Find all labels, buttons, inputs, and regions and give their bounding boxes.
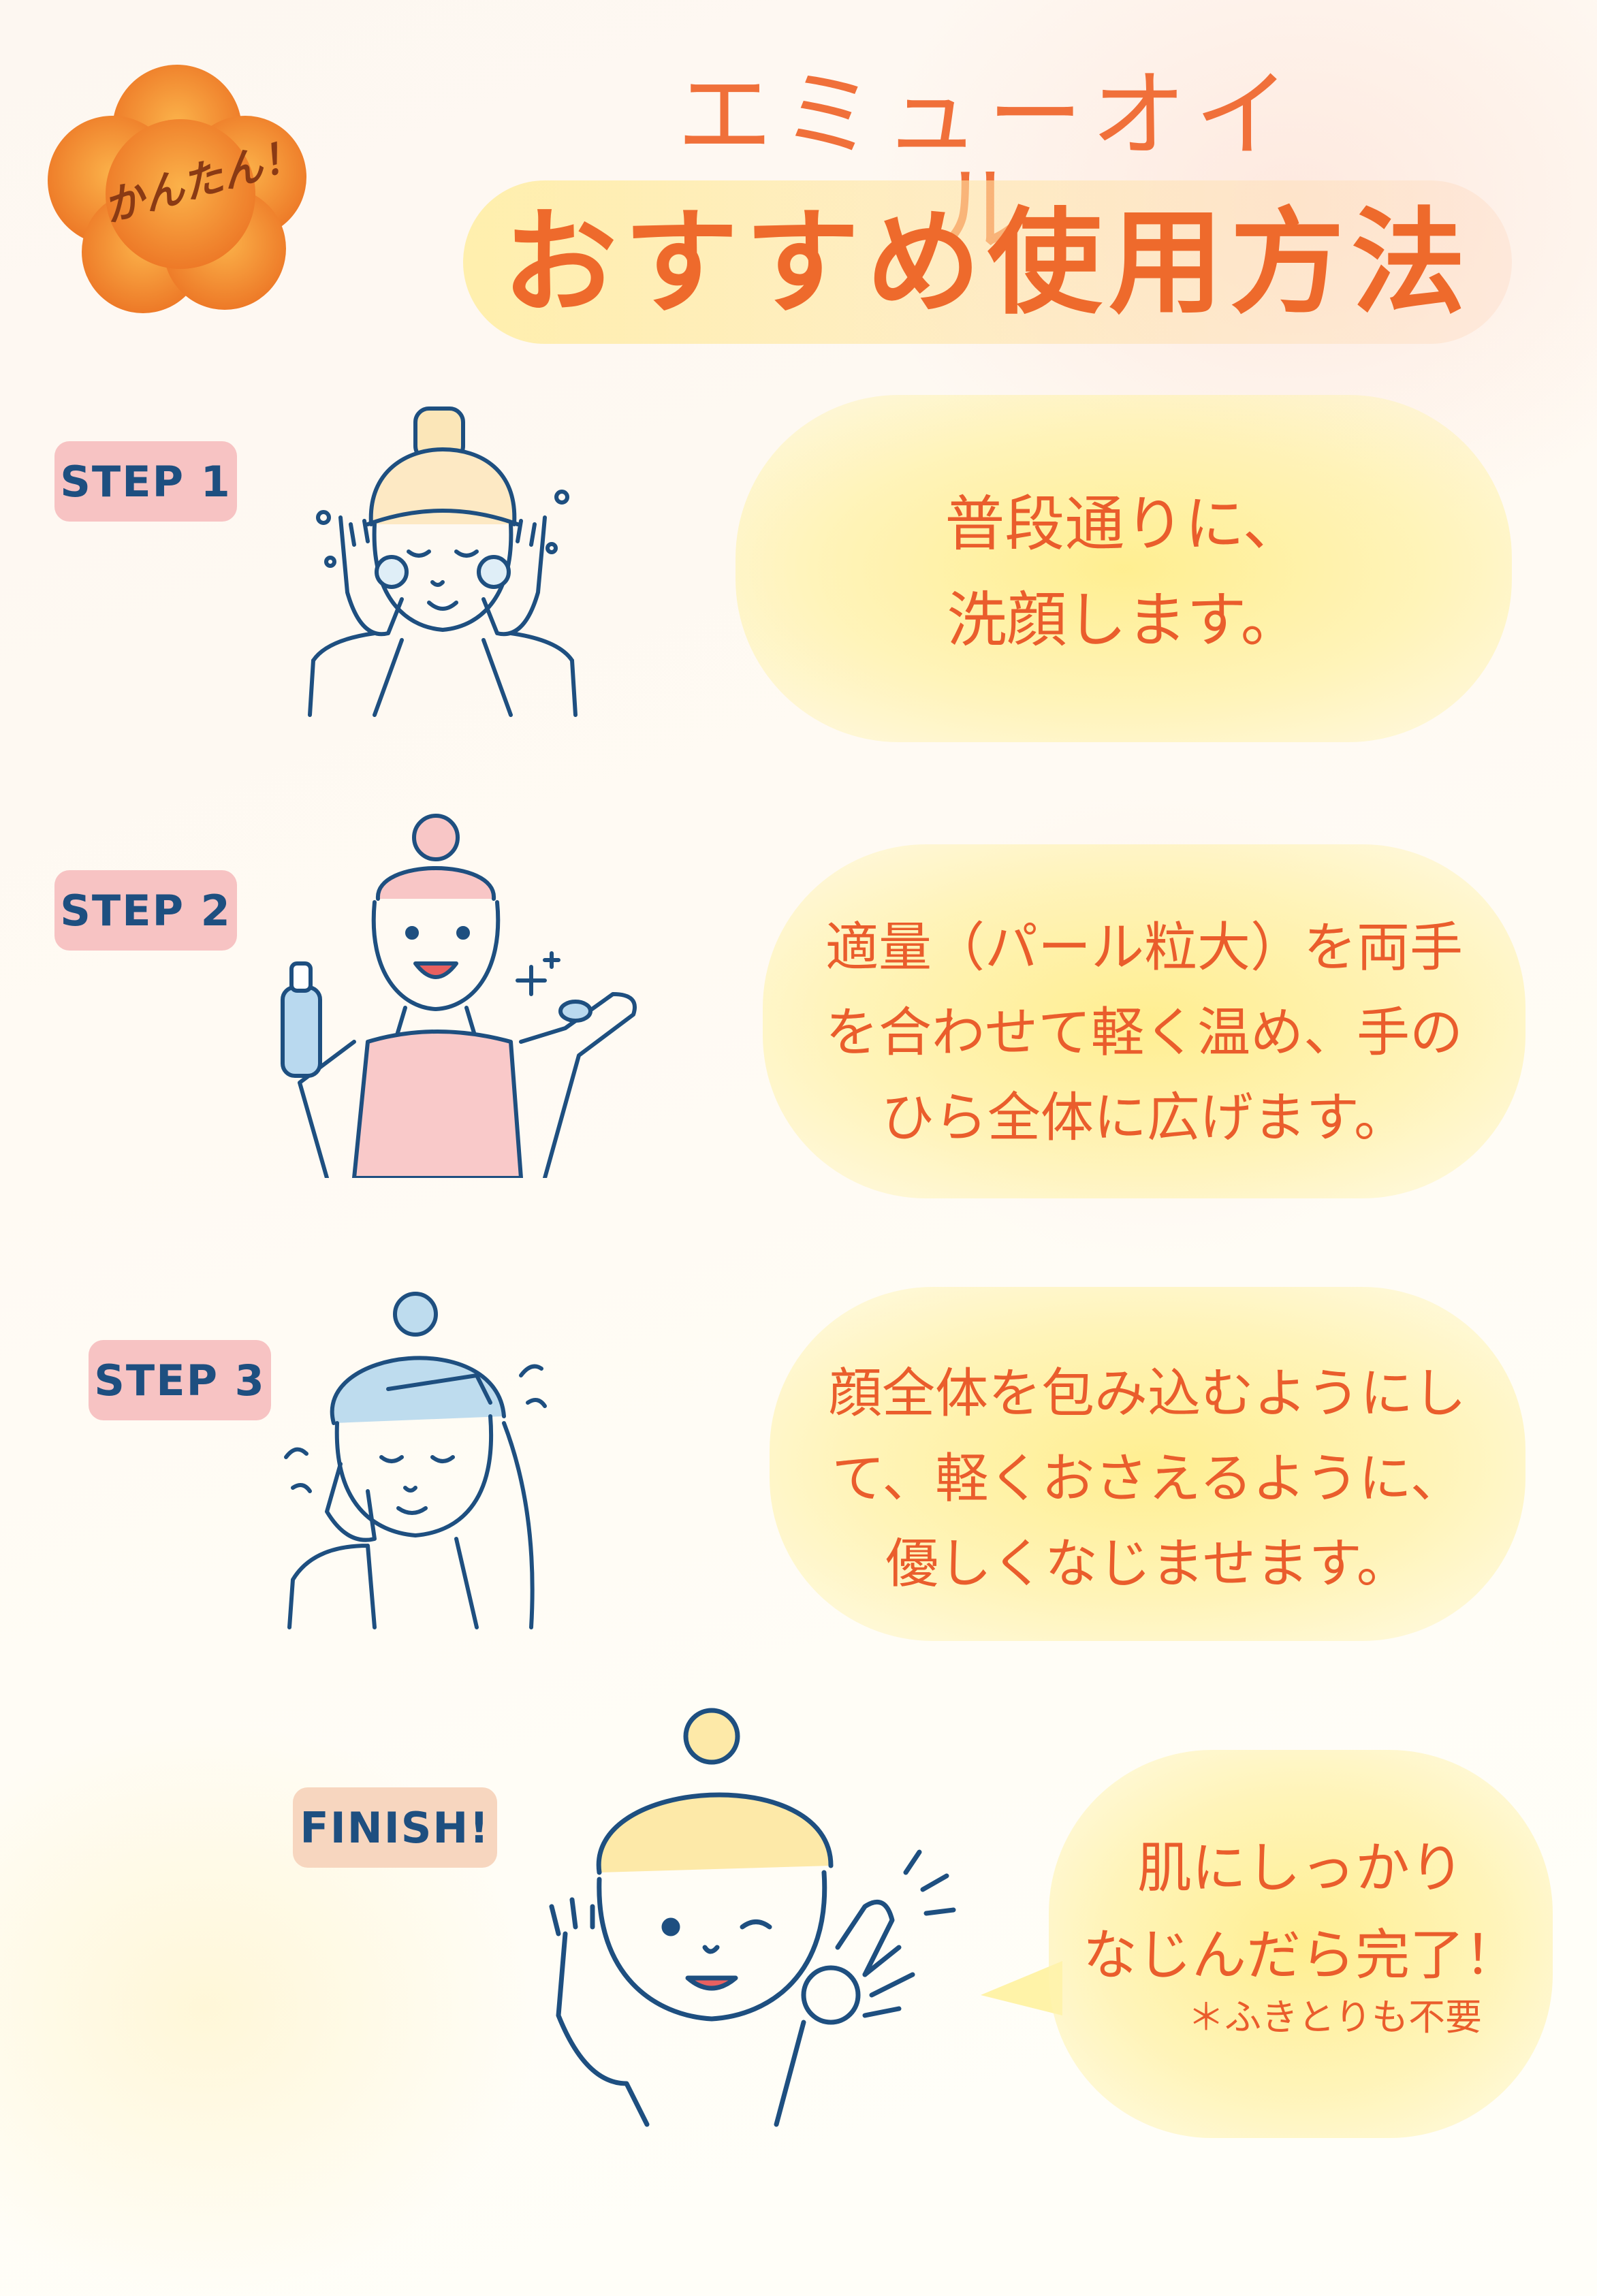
step-1-bubble bbox=[736, 395, 1512, 742]
speech-tail-icon bbox=[981, 1961, 1062, 2015]
step-3-label: STEP 3 bbox=[89, 1340, 271, 1420]
step-3-bubble bbox=[770, 1287, 1525, 1641]
page-title: おすすめ使用方法 bbox=[503, 196, 1472, 330]
step-3-text: 顔全体を包み込むようにし て、軽くおさえるように、 優しくなじませます。 bbox=[828, 1363, 1466, 1595]
title-highlight-band bbox=[463, 180, 1512, 344]
applying-oil-illustration-icon bbox=[281, 814, 637, 1178]
finish-note: ＊ふきとりも不要 bbox=[1188, 1996, 1482, 2039]
finish-label: FINISH! bbox=[293, 1787, 497, 1868]
pressing-face-illustration-icon bbox=[284, 1292, 547, 1629]
face-washing-illustration-icon bbox=[308, 406, 578, 717]
step-1-text: 普段通りに、 洗顔します。 bbox=[945, 489, 1303, 655]
ok-sign-illustration-icon bbox=[549, 1708, 956, 2127]
flower-badge-icon bbox=[48, 65, 306, 313]
step-2-bubble bbox=[763, 844, 1525, 1198]
step-1-label: STEP 1 bbox=[54, 441, 237, 522]
finish-bubble bbox=[1049, 1750, 1553, 2138]
step-2-text: 適量（パール粒大）を両手 を合わせて軽く温め、手の ひら全体に広げます。 bbox=[825, 917, 1463, 1149]
finish-text: 肌にしっかり なじんだら完了！ bbox=[1083, 1836, 1519, 1987]
step-2-label: STEP 2 bbox=[54, 870, 237, 951]
easy-badge: かんたん！ bbox=[41, 54, 313, 320]
